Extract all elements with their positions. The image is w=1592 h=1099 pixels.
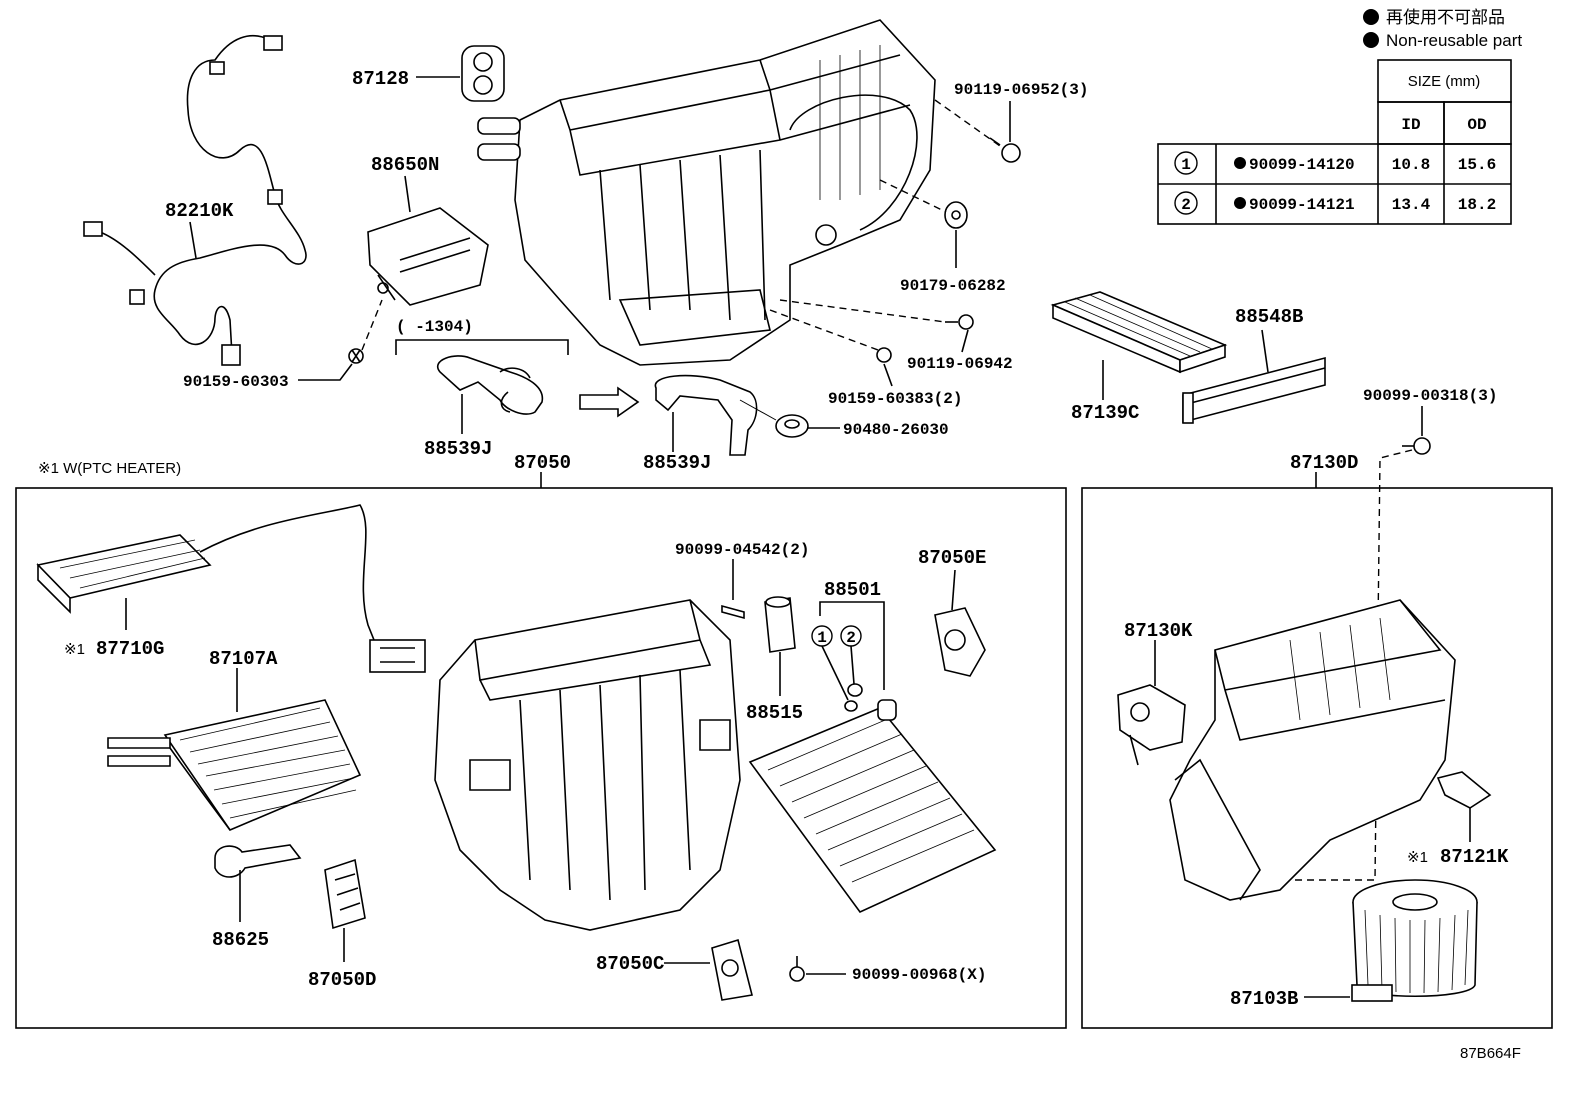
blower-unit-87130d-box [1081, 487, 1553, 1029]
screw-90099-00968-drawing [789, 956, 805, 982]
label-87050c: 87050C [596, 953, 664, 975]
filter-87139c-drawing [1050, 291, 1228, 374]
evaporator-88501-drawing [748, 699, 997, 913]
nut-90179-06282-drawing [944, 201, 968, 229]
table-header-od: OD [1467, 116, 1486, 134]
heater-unit-87050-box [15, 487, 1067, 1029]
non-reusable-bullet-icon [1234, 157, 1246, 169]
wire-harness-82210k-drawing [83, 35, 307, 366]
label-87130k: 87130K [1124, 620, 1193, 642]
label-87103b: 87103B [1230, 988, 1298, 1010]
table-header-id: ID [1401, 116, 1420, 134]
screw-90099-00318-drawing [1402, 437, 1431, 455]
screw-90159-60383-drawing [876, 347, 892, 363]
table-row-2-od: 18.2 [1458, 196, 1496, 214]
heater-unit-assembly-top-drawing [477, 19, 936, 366]
servo-87050e-drawing [934, 607, 986, 677]
label-88539j-b: 88539J [643, 452, 711, 474]
bracket-87121k-drawing [1436, 771, 1492, 809]
expansion-valve-88515-drawing [764, 596, 796, 653]
label-87107a: 87107A [209, 648, 278, 670]
table-row-1-part: 90099-14120 [1249, 156, 1355, 174]
label-88650n: 88650N [371, 154, 439, 176]
callout-2: 2 [846, 629, 856, 647]
label-90099-00968: 90099-00968(X) [852, 966, 986, 984]
filter-case-88548b-drawing [1182, 356, 1326, 424]
label-90099-00318: 90099-00318(3) [1363, 387, 1497, 405]
table-row-1-num: 1 [1181, 156, 1191, 174]
non-reusable-bullet-icon [1363, 9, 1379, 25]
non-reusable-bullet-icon [1363, 32, 1379, 48]
label-90119-06942: 90119-06942 [907, 355, 1013, 373]
label-87050e: 87050E [918, 547, 986, 569]
drain-hose-88539j-new-drawing [654, 374, 758, 456]
label-87130d: 87130D [1290, 452, 1358, 474]
label-mark-1b: ※1 [1407, 849, 1428, 866]
label-mark-1a: ※1 [64, 641, 85, 658]
blower-housing-drawing [1169, 599, 1456, 901]
table-header-size: SIZE (mm) [1408, 73, 1481, 90]
ptc-heater-87710g-drawing [36, 504, 426, 673]
label-82210k: 82210K [165, 200, 234, 222]
screw-90099-04542-drawing [721, 604, 745, 620]
legend-non-reusable-jp: 再使用不可部品 [1386, 7, 1505, 27]
air-con-amplifier-88650n-drawing [367, 207, 489, 306]
label-87050d: 87050D [308, 969, 376, 991]
label-90159-60383: 90159-60383(2) [828, 390, 962, 408]
label-87710g: 87710G [96, 638, 164, 660]
servo-87130k-drawing [1117, 684, 1186, 766]
size-table: SIZE (mm) ID OD 1 90099-14120 10.8 15.6 … [1157, 59, 1512, 225]
label-88539j-a: 88539J [424, 438, 492, 460]
heater-unit-housing-drawing [434, 599, 741, 931]
label-range-note: ( -1304) [396, 318, 473, 336]
drain-hose-88539j-old-drawing [437, 355, 544, 415]
callout-1: 1 [817, 629, 827, 647]
arrow-right-icon [579, 386, 640, 418]
label-90480-26030: 90480-26030 [843, 421, 949, 439]
figure-code: 87B664F [1460, 1045, 1521, 1062]
table-row-2-num: 2 [1181, 196, 1191, 214]
label-87139c: 87139C [1071, 402, 1139, 424]
grommet-90480-26030-drawing [775, 414, 809, 438]
table-row-1-id: 10.8 [1392, 156, 1430, 174]
label-90119-06952: 90119-06952(3) [954, 81, 1088, 99]
servo-87050c-drawing [711, 938, 753, 1001]
label-87121k: 87121K [1440, 846, 1509, 868]
legend-non-reusable-en: Non-reusable part [1386, 31, 1522, 50]
label-87128: 87128 [352, 68, 409, 90]
blower-motor-87103b-drawing [1351, 879, 1478, 1002]
o-ring-2-drawing [847, 683, 863, 697]
table-row-1-od: 15.6 [1458, 156, 1496, 174]
label-88625: 88625 [212, 929, 269, 951]
o-ring-1-drawing [844, 700, 858, 712]
screw-90119-06942-drawing [945, 314, 974, 330]
sensor-88625-drawing [214, 844, 302, 878]
non-reusable-bullet-icon [1234, 197, 1246, 209]
heater-core-87107a-drawing [107, 699, 362, 831]
table-row-2-part: 90099-14121 [1249, 196, 1355, 214]
screw-90119-06952-drawing [989, 137, 1021, 163]
label-90159-60303: 90159-60303 [183, 373, 289, 391]
label-90099-04542: 90099-04542(2) [675, 541, 809, 559]
label-88548b: 88548B [1235, 306, 1303, 328]
servo-87050d-drawing [324, 858, 366, 930]
screw-90159-60303-drawing [348, 348, 364, 364]
label-88515: 88515 [746, 702, 803, 724]
label-90179-06282: 90179-06282 [900, 277, 1006, 295]
label-ptc-heater-note: ※1 W(PTC HEATER) [38, 460, 181, 477]
table-row-2-id: 13.4 [1392, 196, 1431, 214]
label-88501: 88501 [824, 579, 881, 601]
grommet-87128-drawing [461, 45, 505, 102]
label-87050: 87050 [514, 452, 571, 474]
